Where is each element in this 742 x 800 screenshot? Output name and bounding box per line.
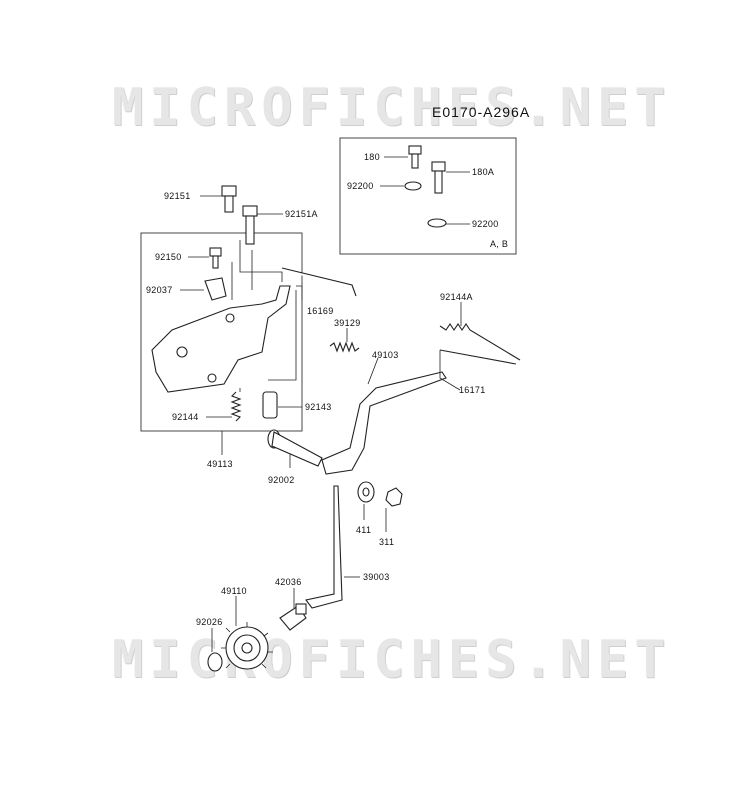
label-92200-a: 92200 xyxy=(347,181,374,191)
watermark-top: MICROFICHES.NET xyxy=(112,78,672,138)
label-92143: 92143 xyxy=(305,402,332,412)
label-311: 311 xyxy=(379,537,395,547)
label-92002: 92002 xyxy=(268,475,295,485)
label-49113: 49113 xyxy=(207,459,233,469)
lever-49103-drawing xyxy=(321,371,447,475)
collar-92143-drawing xyxy=(262,391,278,419)
inset-note: A, B xyxy=(490,239,509,249)
label-92037: 92037 xyxy=(146,285,173,295)
label-92151: 92151 xyxy=(164,191,191,201)
rod-16169-drawing xyxy=(281,267,357,297)
label-411: 411 xyxy=(356,525,372,535)
washer-92200-a-drawing xyxy=(404,181,422,191)
bolt-92002-drawing xyxy=(267,429,323,467)
clip-92037-drawing xyxy=(204,277,227,301)
plate-bracket-drawing xyxy=(151,285,291,393)
bolt-92151A-drawing xyxy=(242,205,258,245)
label-92144: 92144 xyxy=(172,412,199,422)
bolt-92150-drawing xyxy=(209,247,222,269)
bolt-180A-drawing xyxy=(431,161,446,194)
bolt-180-drawing xyxy=(408,145,422,169)
rod-39003-drawing xyxy=(305,485,343,609)
label-39129: 39129 xyxy=(334,318,361,328)
label-180: 180 xyxy=(364,152,380,162)
label-92200-b: 92200 xyxy=(472,219,499,229)
label-39003: 39003 xyxy=(363,572,390,582)
spring-92144A-drawing xyxy=(439,323,521,361)
gear-49110-drawing xyxy=(221,622,273,670)
bolt-92151-drawing xyxy=(221,185,237,213)
watermark-bottom: MICROFICHES.NET xyxy=(112,630,672,690)
inset-box xyxy=(339,137,517,255)
label-42036: 42036 xyxy=(275,577,302,587)
label-16169: 16169 xyxy=(307,306,334,316)
label-92144A: 92144A xyxy=(440,292,473,302)
label-92150: 92150 xyxy=(155,252,182,262)
washer-92026-drawing xyxy=(207,652,223,672)
label-180A: 180A xyxy=(472,167,495,177)
label-92151A: 92151A xyxy=(285,209,318,219)
label-16171: 16171 xyxy=(459,385,486,395)
shaft-42036-drawing xyxy=(279,603,307,631)
spring-92144-drawing xyxy=(230,391,242,422)
box-49113 xyxy=(140,232,303,432)
spring-39129-drawing xyxy=(329,341,360,353)
label-49103: 49103 xyxy=(372,350,399,360)
washer-92200-b-drawing xyxy=(427,218,447,228)
diagram-code: E0170-A296A xyxy=(432,104,531,120)
label-49110: 49110 xyxy=(221,586,247,596)
rod-16171-drawing xyxy=(439,349,517,365)
label-92026: 92026 xyxy=(196,617,223,627)
nut-311-drawing xyxy=(385,487,403,507)
